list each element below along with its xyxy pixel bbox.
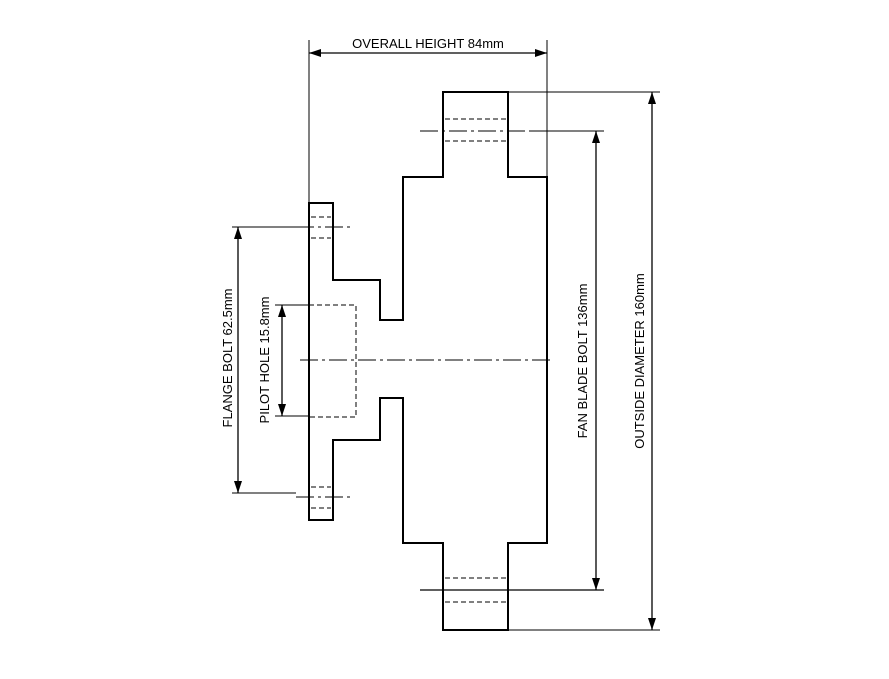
flange-bolt-dimension [232, 226, 296, 494]
pilot-hole-hidden-lines [309, 304, 357, 418]
overall-height-label: OVERALL HEIGHT 84mm [352, 36, 504, 51]
fan-blade-bolt-dimension [420, 130, 604, 591]
flange-bolt-label: FLANGE BOLT 62.5mm [220, 289, 235, 428]
overall-height-dimension [308, 40, 548, 203]
flange-bolt-holes [296, 216, 352, 509]
outside-diameter-label: OUTSIDE DIAMETER 160mm [632, 273, 647, 449]
part-outline [308, 91, 548, 631]
fan-blade-bolt-label: FAN BLADE BOLT 136mm [575, 284, 590, 439]
outside-diameter-dimension [508, 91, 660, 631]
pilot-hole-label: PILOT HOLE 15.8mm [257, 297, 272, 424]
pilot-hole-dimension [275, 304, 309, 417]
